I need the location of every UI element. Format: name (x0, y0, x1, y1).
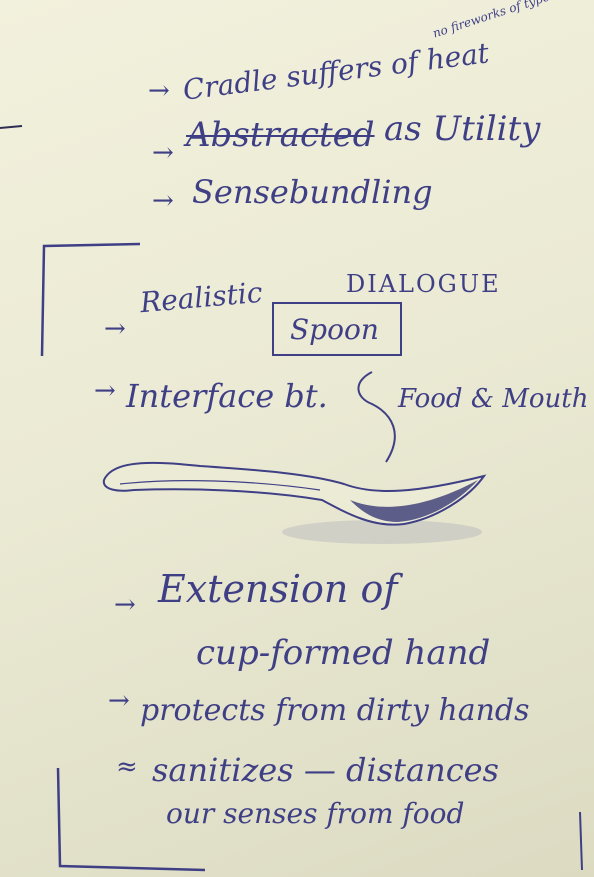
spoon-drawing (102, 461, 487, 544)
bullet-arrow-5: → (94, 376, 116, 406)
note-line-3: Sensebundling (192, 173, 433, 211)
note-line-7: cup-formed hand (196, 633, 491, 673)
bullet-arrow-3: → (152, 186, 174, 216)
note-line-2-struck: Abstracted (186, 115, 375, 155)
brace (357, 371, 396, 463)
note-line-4-b: DIALOGUE (346, 270, 501, 298)
bracket-bottom (56, 767, 206, 872)
edge-line (579, 811, 583, 871)
bullet-arrow-8: → (108, 686, 130, 716)
note-line-10: our senses from food (166, 797, 465, 830)
approx-mark-9: ≈ (116, 752, 138, 782)
note-line-8: protects from dirty hands (140, 693, 530, 728)
bullet-arrow-1: → (148, 76, 170, 106)
bullet-arrow-4: → (104, 314, 126, 344)
note-line-6: Extension of (158, 567, 398, 611)
note-line-2: as Utility (384, 109, 541, 149)
boxed-word: Spoon (290, 313, 379, 346)
bullet-arrow-2: → (152, 138, 174, 168)
note-line-5-a: Interface bt. (126, 377, 328, 415)
spoon-box (272, 302, 402, 356)
bracket-top (40, 242, 141, 357)
note-line-9: sanitizes — distances (152, 751, 499, 789)
note-line-5-b: Food & Mouth (398, 384, 589, 414)
bullet-arrow-6: → (114, 590, 136, 620)
margin-tick (0, 125, 23, 129)
